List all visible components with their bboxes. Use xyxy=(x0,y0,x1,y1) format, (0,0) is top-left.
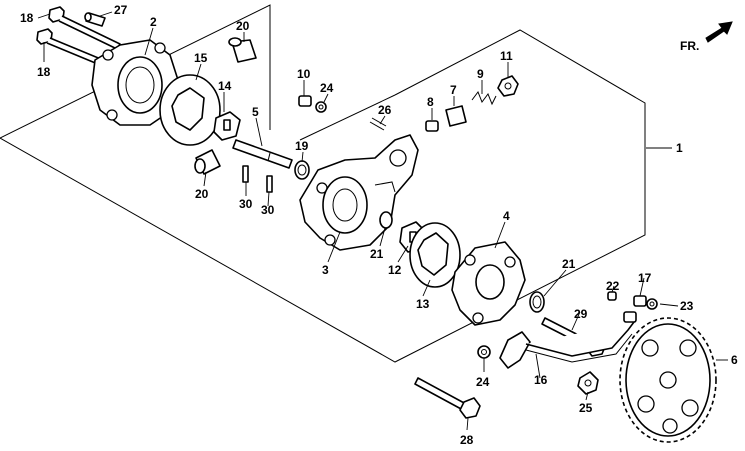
assembly-outline xyxy=(0,4,646,363)
leader-lines xyxy=(37,11,728,431)
callout-25: 25 xyxy=(579,401,593,415)
front-direction-label: FR. xyxy=(680,39,699,53)
callout-13: 13 xyxy=(416,297,430,311)
callout-21-left: 21 xyxy=(370,247,384,261)
o-ring-19 xyxy=(294,160,310,180)
callout-24-upper: 24 xyxy=(320,81,334,95)
oil-pipe-16 xyxy=(499,311,637,369)
collar-10 xyxy=(298,95,312,107)
washer-24-upper xyxy=(315,101,327,113)
relief-valve-7 xyxy=(445,105,467,127)
outer-rotor-13 xyxy=(409,222,461,288)
callout-3: 3 xyxy=(322,263,329,277)
callout-11: 11 xyxy=(500,49,513,63)
o-ring-21-left xyxy=(379,211,393,229)
front-direction-indicator: FR. xyxy=(680,21,733,53)
callout-24-lower: 24 xyxy=(476,375,490,389)
pump-rear-cover-2 xyxy=(91,39,179,126)
washer-24-lower xyxy=(477,345,491,359)
callout-21-right: 21 xyxy=(562,257,576,271)
washer-23 xyxy=(646,298,658,310)
callout-4: 4 xyxy=(503,209,510,223)
nut-11 xyxy=(497,75,519,97)
callout-26: 26 xyxy=(378,103,392,117)
callout-29: 29 xyxy=(574,307,588,321)
callout-30-left: 30 xyxy=(239,197,253,211)
dowel-20-lower xyxy=(194,149,221,175)
callout-27: 27 xyxy=(114,3,128,17)
bolt-18-upper xyxy=(48,6,121,50)
callout-labels: 18 18 27 2 20 15 14 5 20 30 30 10 24 26 … xyxy=(20,3,738,447)
callout-22: 22 xyxy=(606,279,620,293)
cotter-pin-26 xyxy=(369,117,387,131)
pump-shaft-5 xyxy=(232,139,293,169)
pump-body-3 xyxy=(299,134,419,251)
callout-10: 10 xyxy=(297,67,311,81)
bolt-28 xyxy=(414,377,481,419)
spring-9 xyxy=(471,90,497,106)
callout-5: 5 xyxy=(252,105,259,119)
pump-front-cover-4 xyxy=(451,241,526,326)
callout-6: 6 xyxy=(731,353,738,367)
front-arrow-icon xyxy=(705,21,733,43)
pin-30-left xyxy=(242,165,249,183)
o-ring-21-right xyxy=(529,291,545,313)
plug-8 xyxy=(425,120,439,132)
callout-30-right: 30 xyxy=(261,203,275,217)
callout-19: 19 xyxy=(295,139,309,153)
callout-18-lower: 18 xyxy=(37,65,51,79)
dowel-pin-27 xyxy=(84,12,106,27)
dowel-20-upper xyxy=(228,37,257,63)
callout-23: 23 xyxy=(680,299,694,313)
pin-30-right xyxy=(266,175,273,193)
outer-rotor-15 xyxy=(159,74,221,146)
callout-14: 14 xyxy=(218,79,232,93)
callout-17: 17 xyxy=(638,271,652,285)
callout-7: 7 xyxy=(450,83,457,97)
callout-18-upper: 18 xyxy=(20,11,34,25)
callout-2: 2 xyxy=(150,15,157,29)
callout-1: 1 xyxy=(676,141,683,155)
callout-20-upper: 20 xyxy=(236,19,250,33)
callout-15: 15 xyxy=(194,51,208,65)
driven-sprocket-6 xyxy=(619,317,717,443)
callout-28: 28 xyxy=(460,433,474,447)
callout-9: 9 xyxy=(477,67,484,81)
nut-25 xyxy=(577,371,599,395)
callout-8: 8 xyxy=(427,95,434,109)
callout-16: 16 xyxy=(534,373,548,387)
callout-12: 12 xyxy=(388,263,402,277)
collar-22 xyxy=(607,291,617,301)
collar-17 xyxy=(633,295,647,307)
inner-rotor-14 xyxy=(213,111,241,141)
callout-20-lower: 20 xyxy=(195,187,209,201)
